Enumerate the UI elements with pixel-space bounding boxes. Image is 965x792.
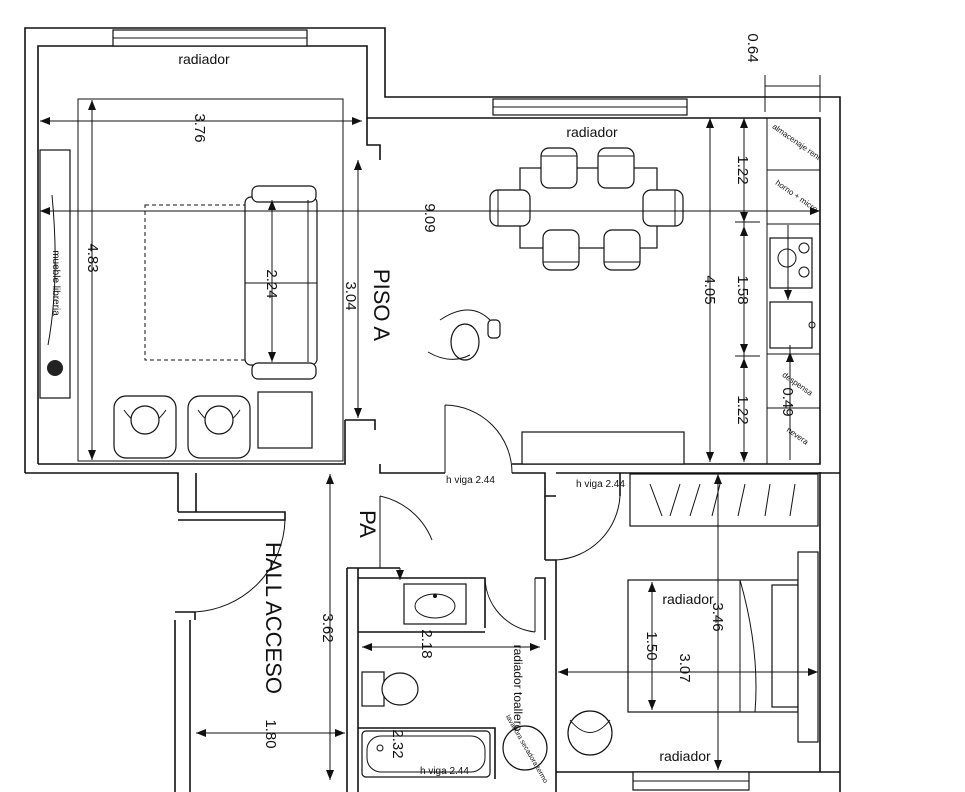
chair (540, 147, 578, 189)
dim-1-22-top: 1.22 (734, 155, 751, 184)
beam-label-2: h viga 2.44 (576, 479, 625, 490)
chair (642, 189, 684, 227)
living-room (39, 98, 344, 462)
dim-2-18: 2.18 (418, 629, 435, 658)
dim-0-49: 0.49 (779, 387, 796, 416)
person-icon (427, 309, 501, 361)
bed (627, 551, 819, 743)
beam-label-1: h viga 2.44 (446, 475, 495, 486)
side-table (257, 391, 313, 449)
doors (194, 404, 621, 633)
radiators (112, 29, 750, 791)
dim-9-09: 9.09 (421, 203, 438, 232)
dim-1-58: 1.58 (734, 275, 751, 304)
dim-3-62: 3.62 (319, 613, 336, 642)
kitchen (766, 117, 821, 465)
door-bathroom (484, 577, 536, 633)
dim-2-32: 2.32 (389, 729, 406, 758)
dim-1-22-bottom: 1.22 (734, 395, 751, 424)
bathtub-icon (361, 730, 491, 778)
radiator-label-bedroom-top: radiador (662, 591, 714, 607)
chair (603, 229, 641, 271)
toilet-icon (361, 671, 419, 707)
washbasin-icon (403, 583, 467, 625)
towel-radiator-label: radiador toallero (511, 645, 525, 732)
dim-3-07: 3.07 (676, 653, 693, 682)
door-pa (379, 495, 433, 568)
hall-width-label: 1.80 (262, 719, 279, 748)
dim-3-46: 3.46 (709, 602, 726, 631)
stove-icon (769, 237, 813, 289)
door-entry (194, 519, 286, 613)
dim-1-50: 1.50 (643, 631, 660, 660)
armchair-2 (187, 395, 251, 459)
sofa (244, 196, 318, 366)
radiator-label-living: radiador (178, 51, 230, 67)
dim-4-83: 4.83 (84, 243, 101, 272)
oven-label: horno + micro (774, 178, 820, 214)
dim-3-76: 3.76 (191, 113, 208, 142)
room-label-piso-a: PISO A (369, 269, 394, 341)
bedroom (567, 473, 819, 756)
rug (144, 204, 311, 361)
dimension-labels: 0.64 3.76 9.09 4.83 2.24 3.04 1.22 4.05 … (84, 33, 796, 758)
beam-label-3: h viga 2.44 (420, 766, 469, 777)
dim-0-64: 0.64 (744, 33, 761, 62)
room-label-hall: HALL ACCESO (261, 542, 286, 694)
chair (542, 229, 580, 271)
door-living (444, 404, 513, 474)
fridge-label: nevera (785, 425, 811, 447)
lamp-icon (47, 360, 63, 376)
door-bedroom (545, 495, 621, 561)
sink-icon (769, 301, 816, 349)
sideboard (521, 431, 685, 465)
dim-2-24: 2.24 (263, 269, 280, 298)
armchair-1 (113, 395, 177, 459)
dim-3-04: 3.04 (342, 281, 359, 310)
bookshelf-label: mueble libreria (50, 250, 61, 316)
wardrobe (629, 473, 819, 527)
storage-label: almacenaje rent (771, 122, 823, 162)
radiator-label-dining: radiador (566, 124, 618, 140)
dim-4-05: 4.05 (701, 275, 718, 304)
bathroom (361, 583, 548, 778)
bedroom-chair (567, 710, 613, 756)
dining-area (427, 147, 685, 465)
radiator-label-bedroom-bottom: radiador (659, 748, 711, 764)
dimension-lines (40, 75, 821, 780)
chair (597, 147, 635, 189)
room-label-pa: PA (355, 510, 380, 538)
washer-icon (502, 725, 548, 771)
chair (489, 189, 531, 227)
walls (24, 27, 841, 792)
